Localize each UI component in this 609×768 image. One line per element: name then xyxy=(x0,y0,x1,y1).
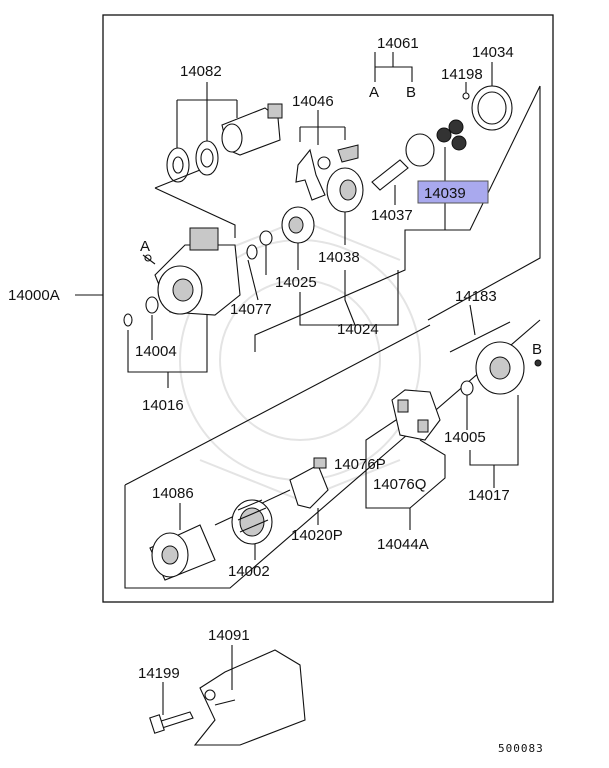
callout-14004: 14004 xyxy=(135,343,177,360)
callout-14082: 14082 xyxy=(180,63,222,80)
callout-14077: 14077 xyxy=(230,301,272,318)
shaft-part xyxy=(371,133,435,205)
dust-cover-part xyxy=(193,645,306,746)
callout-14061: 14061 xyxy=(377,35,419,52)
rear-cover-part xyxy=(460,341,542,488)
solenoid-part xyxy=(154,82,283,238)
through-bolt-part xyxy=(449,304,511,353)
planetary-part xyxy=(254,62,541,352)
pinion-part xyxy=(281,206,315,270)
callout-14038: 14038 xyxy=(318,249,360,266)
callout-14044A: 14044A xyxy=(377,536,429,553)
callout-14017: 14017 xyxy=(468,487,510,504)
callout-14199: 14199 xyxy=(138,665,180,682)
highlight-box-14039 xyxy=(417,180,489,204)
callout-14002: 14002 xyxy=(228,563,270,580)
callout-14183: 14183 xyxy=(455,288,497,305)
drawing-code: 500083 xyxy=(498,742,544,755)
bolt-part xyxy=(149,682,194,734)
callout-14024: 14024 xyxy=(337,321,379,338)
bearing-part xyxy=(326,167,364,245)
callout-14076Q: 14076Q xyxy=(373,476,426,493)
brush-plate-part xyxy=(289,457,329,525)
callout-14086: 14086 xyxy=(152,485,194,502)
callout-14037: 14037 xyxy=(371,207,413,224)
mark-b: B xyxy=(532,341,542,358)
callout-14091: 14091 xyxy=(208,627,250,644)
callout-14039: 14039 xyxy=(424,185,466,202)
callout-14198: 14198 xyxy=(441,66,483,83)
bushing-part xyxy=(123,296,208,388)
callout-14034: 14034 xyxy=(472,44,514,61)
callout-14076P: 14076P xyxy=(334,456,386,473)
callout-14046: 14046 xyxy=(292,93,334,110)
brush-holder-part xyxy=(365,389,446,530)
yoke-part xyxy=(149,503,216,581)
callout-14020P: 14020P xyxy=(291,527,343,544)
callout-14000A: 14000A xyxy=(8,287,60,304)
callout-14061-sub-b: B xyxy=(406,84,416,101)
retainer-part xyxy=(246,230,273,301)
lever-part xyxy=(295,110,359,201)
callout-14005: 14005 xyxy=(444,429,486,446)
callout-14025: 14025 xyxy=(275,274,317,291)
front-housing-part xyxy=(142,227,241,316)
assembly-frame xyxy=(102,14,554,603)
armature-part xyxy=(214,489,291,560)
callout-14061-sub-a: A xyxy=(369,84,379,101)
callout-14016: 14016 xyxy=(142,397,184,414)
mark-a: A xyxy=(140,238,150,255)
